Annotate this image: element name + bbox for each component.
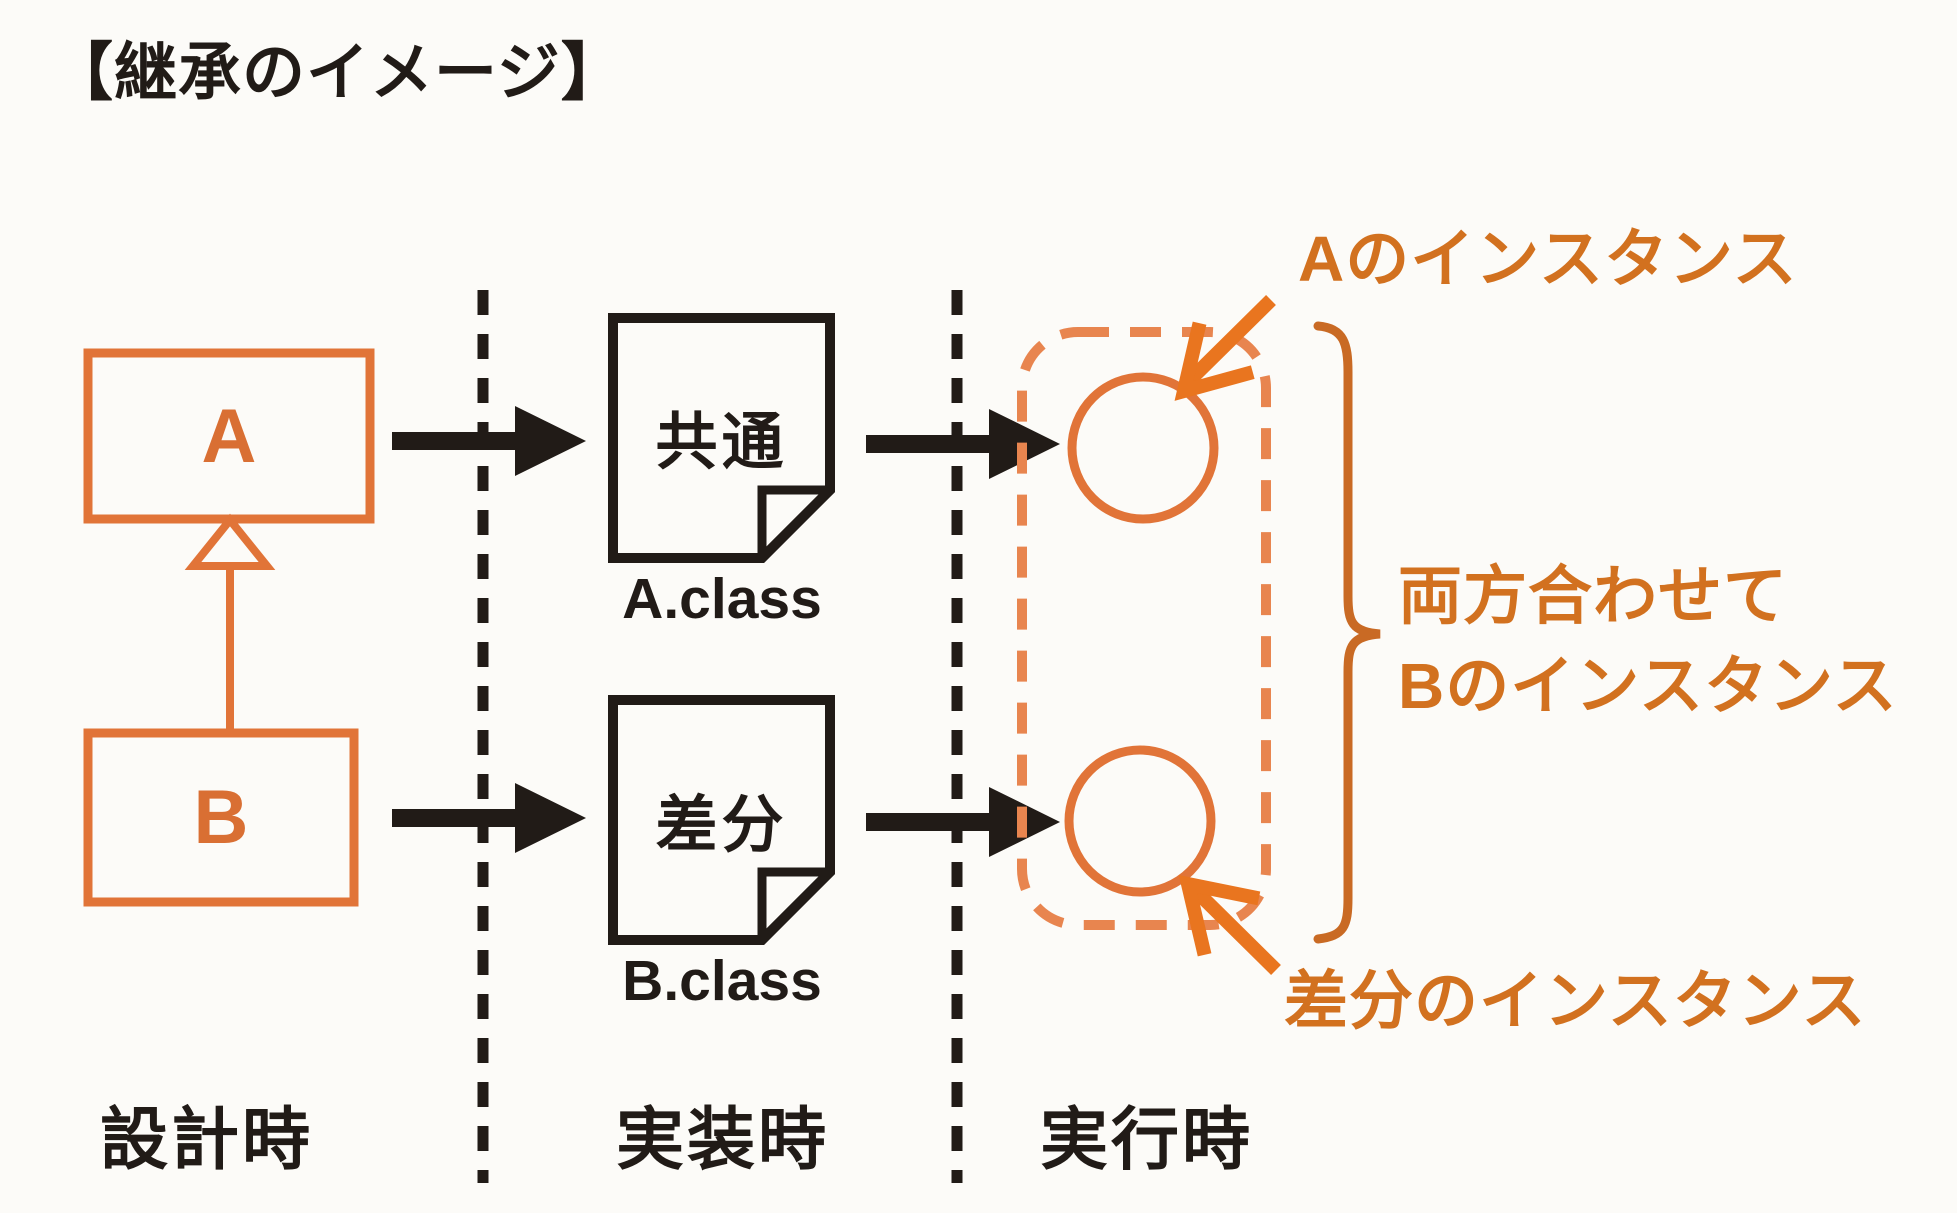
file-icon-b <box>608 695 835 945</box>
instance-diff-circle <box>1064 745 1216 897</box>
brace-icon <box>1313 321 1381 944</box>
class-box-b <box>83 728 359 907</box>
annotation-arrow-instance-a <box>1174 295 1276 401</box>
combined-instance-line2: Bのインスタンス <box>1398 649 1898 722</box>
file-a-filename: A.class <box>622 567 822 631</box>
class-a-label: A <box>201 393 257 479</box>
combined-instance-annotation: 両方合わせて Bのインスタンス <box>1398 552 1898 731</box>
class-b-label: B <box>193 775 249 860</box>
column-label-run-time: 実行時 <box>1040 1102 1254 1178</box>
file-b-content-label: 差分 <box>655 791 788 860</box>
arrow-file-to-instance-a <box>866 409 1060 479</box>
inheritance-triangle-icon <box>184 513 276 570</box>
arrow-file-to-instance-b <box>866 787 1060 857</box>
file-a-content-label: 共通 <box>655 408 788 477</box>
file-icon-a <box>608 313 835 563</box>
column-label-design-time: 設計時 <box>100 1102 314 1178</box>
file-b-filename: B.class <box>622 949 822 1013</box>
combined-instance-line1: 両方合わせて <box>1398 560 1788 632</box>
instance-a-circle <box>1067 372 1219 524</box>
diagram-title: 【継承のイメージ】 <box>50 38 625 108</box>
arrow-b-to-file <box>392 783 586 853</box>
instance-diff-annotation: 差分のインスタンス <box>1284 965 1867 1037</box>
instance-a-annotation: Aのインスタンス <box>1298 223 1798 295</box>
arrow-a-to-file <box>392 406 586 476</box>
column-label-implementation-time: 実装時 <box>616 1102 830 1178</box>
annotation-arrow-instance-diff <box>1178 874 1281 975</box>
runtime-object-dashed-outline <box>1017 327 1271 930</box>
